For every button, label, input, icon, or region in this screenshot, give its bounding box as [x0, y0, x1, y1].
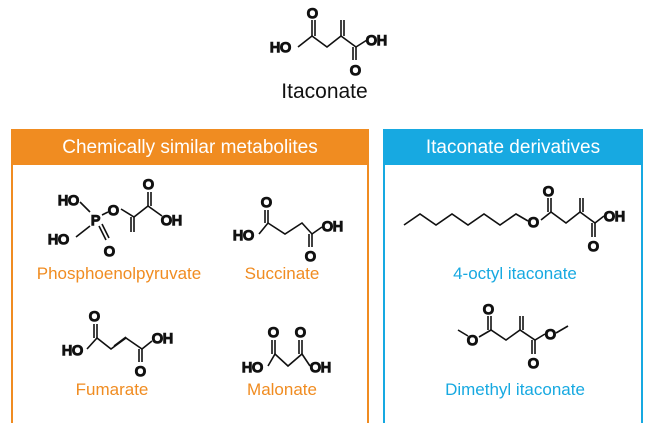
atom-label-o: O [135, 363, 146, 379]
atom-label-o: O [104, 243, 115, 259]
atom-label-oh: OH [322, 218, 343, 234]
similar-metabolites-panel: Chemically similar metabolites [11, 129, 369, 423]
itaconate-derivatives-header: Itaconate derivatives [385, 131, 641, 165]
malonate-label: Malonate [247, 380, 317, 399]
atom-label-o: O [528, 214, 539, 230]
succinate-label: Succinate [244, 264, 320, 283]
fumarate-structure: HO O O OH [61, 307, 174, 380]
similar-metabolites-header: Chemically similar metabolites [13, 131, 367, 165]
atom-label-ho: HO [62, 342, 83, 358]
dimethyl-itaconate-structure: O O O O [457, 300, 569, 372]
atom-label-oh: OH [366, 32, 387, 48]
itaconate-title: Itaconate [281, 80, 368, 103]
atom-label-p: P [91, 212, 100, 228]
atom-label-o: O [307, 5, 318, 21]
atom-label-o: O [108, 202, 119, 218]
dimethyl-itaconate-label: Dimethyl itaconate [445, 380, 585, 399]
atom-label-oh: OH [161, 212, 182, 228]
atom-label-ho: HO [233, 227, 254, 243]
atom-label-o: O [89, 308, 100, 324]
atom-label-o: O [350, 62, 361, 78]
atom-label-oh: OH [152, 330, 173, 346]
octyl-itaconate-structure: O O O OH [403, 182, 626, 255]
atom-label-ho: HO [242, 359, 263, 375]
atom-label-o: O [295, 324, 306, 340]
phosphoenolpyruvate-structure: HO HO P O O O OH [47, 175, 183, 260]
atom-label-ho: HO [270, 39, 291, 55]
atom-label-o: O [543, 183, 554, 199]
atom-label-o: O [483, 301, 494, 317]
atom-label-oh: OH [604, 208, 625, 224]
atom-label-ho: HO [48, 231, 69, 247]
atom-label-o: O [261, 194, 272, 210]
itaconate-derivatives-panel: Itaconate derivatives [383, 129, 643, 423]
atom-label-o: O [467, 332, 478, 348]
atom-label-o: O [305, 248, 316, 264]
atom-label-oh: OH [310, 359, 331, 375]
malonate-structure: HO O O OH [241, 323, 332, 376]
atom-label-ho: HO [58, 192, 79, 208]
fumarate-label: Fumarate [75, 380, 149, 399]
octyl-itaconate-label: 4-octyl itaconate [453, 264, 577, 283]
atom-label-o: O [545, 326, 556, 342]
itaconate-structure: HO O O OH [269, 4, 388, 79]
atom-label-o: O [528, 355, 539, 371]
atom-label-o: O [143, 176, 154, 192]
succinate-structure: HO O O OH [232, 193, 344, 265]
atom-label-o: O [268, 324, 279, 340]
atom-label-o: O [588, 238, 599, 254]
phosphoenolpyruvate-label: Phosphoenolpyruvate [36, 264, 202, 283]
